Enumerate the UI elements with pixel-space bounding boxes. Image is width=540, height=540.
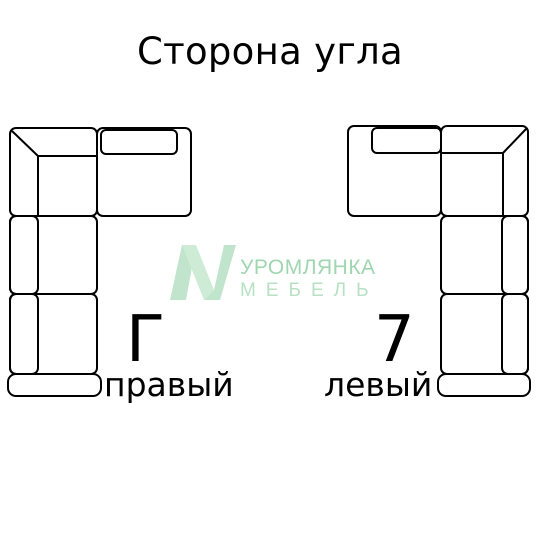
page-title: Сторона угла bbox=[136, 30, 404, 73]
sofa-right-corner bbox=[7, 127, 192, 397]
watermark-sub: МЕБЕЛЬ bbox=[240, 280, 379, 301]
watermark-brand: УРОМЛЯНКА bbox=[240, 256, 376, 279]
left-variant-label: левый bbox=[324, 365, 433, 404]
m-logo-icon bbox=[170, 245, 236, 300]
right-variant-label: правый bbox=[104, 365, 234, 404]
sofa-left-corner bbox=[347, 125, 531, 397]
right-variant-symbol: Г bbox=[126, 303, 166, 377]
left-variant-symbol: 7 bbox=[374, 303, 415, 377]
